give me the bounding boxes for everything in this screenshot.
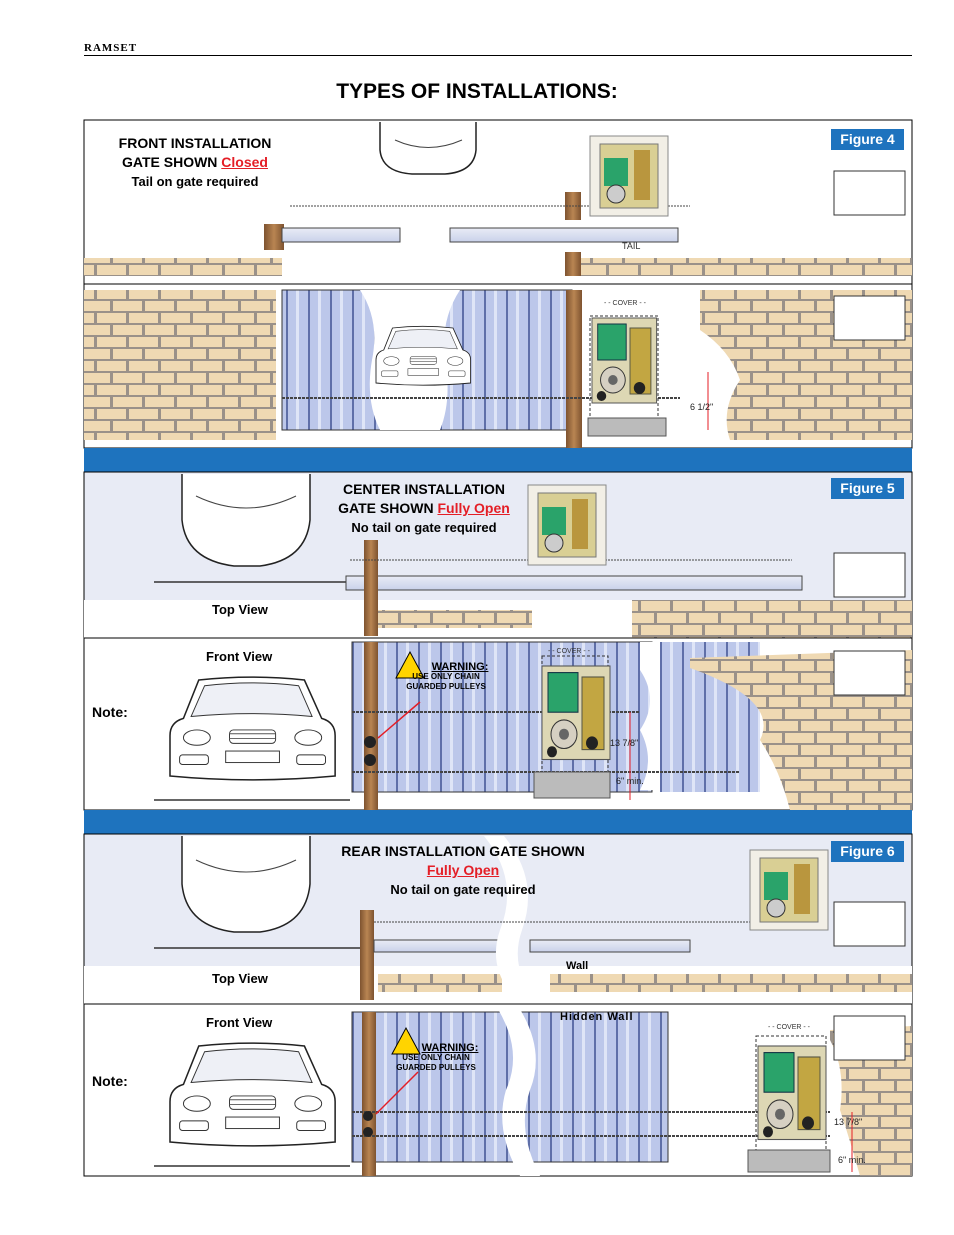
fig6-dimension-height: 13 7/8" xyxy=(834,1117,863,1127)
fig6-warning-text: USE ONLY CHAIN GUARDED PULLEYS xyxy=(396,1053,476,1072)
fig6-top-view-label: Top View xyxy=(212,971,268,986)
fig5-warning-title: WARNING: xyxy=(431,661,489,673)
fig4-note: Tail on gate required xyxy=(131,174,259,189)
figure-6-panel xyxy=(83,833,913,1177)
fig4-heading: FRONT INSTALLATION GATE SHOWN Closed Tai… xyxy=(100,134,290,191)
fig5-front-view-label: Front View xyxy=(206,649,273,664)
fig5-dimension-min: 6" min. xyxy=(616,776,644,786)
fig5-heading-line2: GATE SHOWN Fully Open xyxy=(318,499,530,518)
figure-5-panel xyxy=(83,471,913,834)
brand-label: RAMSET xyxy=(84,42,138,54)
fig6-note-label: Note: xyxy=(92,1073,128,1089)
fig5-state: Fully Open xyxy=(437,500,510,516)
fig6-warning-title: WARNING: xyxy=(421,1042,479,1054)
fig4-state: Closed xyxy=(221,154,268,170)
fig6-warning: WARNING: USE ONLY CHAIN GUARDED PULLEYS xyxy=(386,1043,486,1073)
figure-6-badge: Figure 6 xyxy=(831,841,904,862)
fig5-note-label: Note: xyxy=(92,704,128,720)
fig6-cover-label: - - COVER - - xyxy=(768,1024,810,1031)
fig6-state: Fully Open xyxy=(426,862,500,878)
fig5-dimension-height: 13 7/8" xyxy=(610,738,639,748)
figure-4-badge: Figure 4 xyxy=(831,129,904,150)
fig5-heading: CENTER INSTALLATION GATE SHOWN Fully Ope… xyxy=(318,480,530,537)
fig4-heading-line1: FRONT INSTALLATION xyxy=(118,135,272,151)
header-rule xyxy=(84,55,912,56)
fig4-gate-shown: GATE SHOWN xyxy=(122,154,218,170)
figure-4-panel xyxy=(83,119,913,472)
fig6-dimension-min: 6" min. xyxy=(838,1155,866,1165)
fig5-gate-shown: GATE SHOWN xyxy=(338,500,434,516)
fig5-note: No tail on gate required xyxy=(351,520,497,535)
fig5-top-view-label: Top View xyxy=(212,602,268,617)
page-title: TYPES OF INSTALLATIONS: xyxy=(336,80,618,103)
fig5-warning: WARNING: USE ONLY CHAIN GUARDED PULLEYS xyxy=(396,662,496,692)
fig6-hidden-wall-label: Hidden Wall xyxy=(560,1011,634,1023)
fig4-tail-label: TAIL xyxy=(622,241,641,251)
figure-5-badge: Figure 5 xyxy=(831,478,904,499)
fig5-heading-line1: CENTER INSTALLATION xyxy=(342,481,506,497)
fig6-front-view-label: Front View xyxy=(206,1015,273,1030)
fig6-heading: REAR INSTALLATION GATE SHOWN Fully Open … xyxy=(318,842,608,899)
fig6-note: No tail on gate required xyxy=(390,882,536,897)
fig5-cover-label: - - COVER - - xyxy=(548,648,590,655)
fig4-cover-label: - - COVER - - xyxy=(604,300,646,307)
fig4-heading-line2: GATE SHOWN Closed xyxy=(100,153,290,172)
fig6-wall-label: Wall xyxy=(566,960,589,972)
fig4-dimension: 6 1/2" xyxy=(690,402,714,412)
fig6-heading-line1: REAR INSTALLATION GATE SHOWN xyxy=(341,843,585,859)
fig5-warning-text: USE ONLY CHAIN GUARDED PULLEYS xyxy=(406,672,486,691)
